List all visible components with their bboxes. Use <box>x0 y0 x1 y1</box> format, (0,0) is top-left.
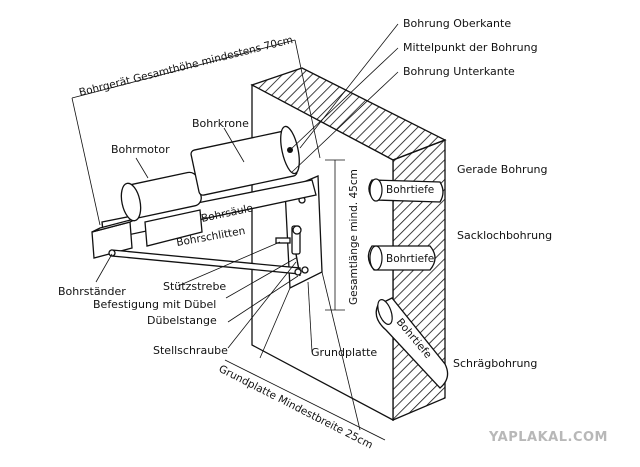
label-bohrung-oberkante: Bohrung Oberkante <box>403 17 511 30</box>
label-stuetzstrebe: Stützstrebe <box>163 280 226 293</box>
label-mittelpunkt: Mittelpunkt der Bohrung <box>403 41 538 54</box>
label-schraegbohrung: Schrägbohrung <box>453 357 537 370</box>
label-bohrmotor: Bohrmotor <box>111 143 170 156</box>
drill-motor <box>120 171 202 222</box>
label-bohrtiefe-blind: Bohrtiefe <box>386 253 434 265</box>
watermark: YAPLAKAL.COM <box>488 430 608 445</box>
bore-blind <box>367 245 436 271</box>
drill-carriage <box>144 209 203 247</box>
bore-angled <box>375 297 449 389</box>
label-befestigung: Befestigung mit Dübel <box>93 298 216 311</box>
adjusting-screw <box>275 225 302 277</box>
label-bohrung-unterkante: Bohrung Unterkante <box>403 65 515 78</box>
label-sacklochbohrung: Sacklochbohrung <box>457 229 552 242</box>
drill-stand <box>91 217 139 259</box>
label-duebelstange: Dübelstange <box>147 314 217 327</box>
label-bohrtiefe-straight: Bohrtiefe <box>386 184 434 196</box>
label-bohrkrone: Bohrkrone <box>192 117 249 130</box>
label-gesamtlaenge: Gesamtlänge mind. 45cm <box>348 169 360 305</box>
label-stellschraube: Stellschraube <box>153 344 228 357</box>
label-grundplatte: Grundplatte <box>311 346 377 359</box>
label-gerade-bohrung: Gerade Bohrung <box>457 163 548 176</box>
label-bohrstaender: Bohrständer <box>58 285 126 298</box>
bore-straight <box>368 178 444 203</box>
